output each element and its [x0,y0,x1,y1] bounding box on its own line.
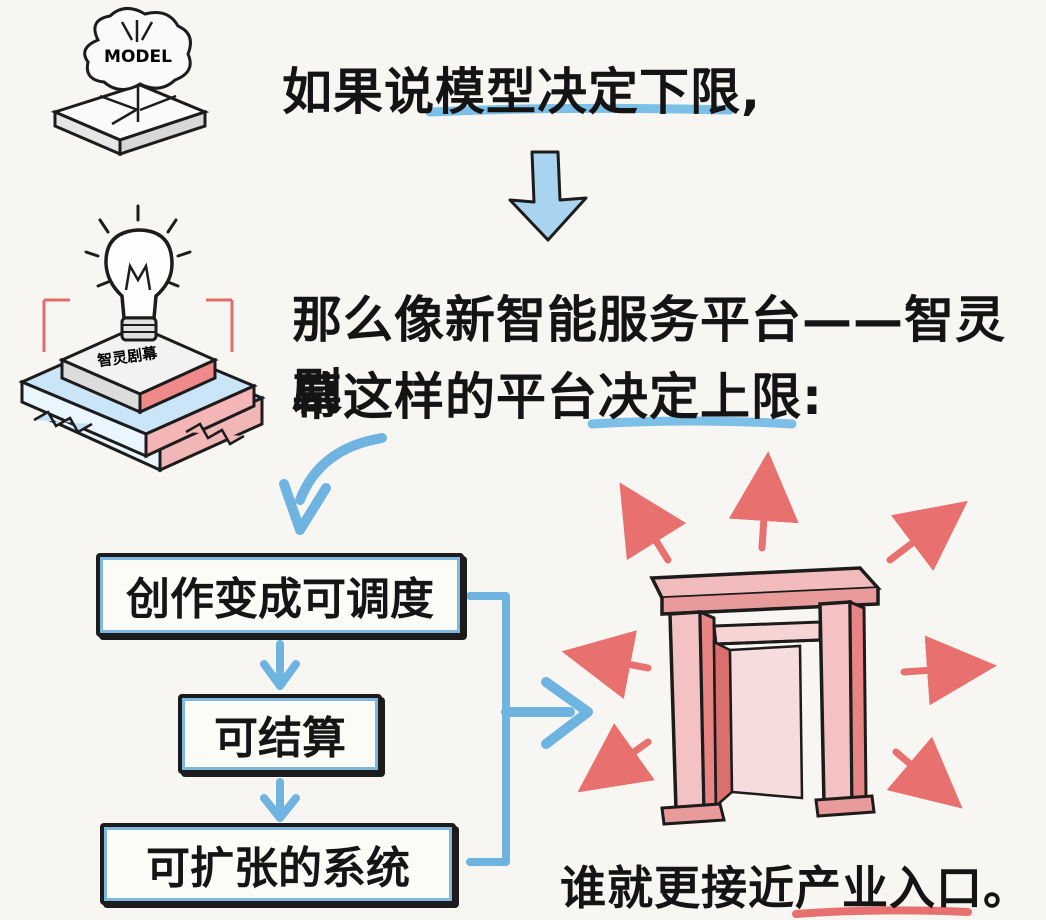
underline-industry-entry [792,906,972,918]
step-arrow-1 [260,640,300,690]
gate-icon [649,566,882,826]
platform-icon: 智灵剧幕 [18,298,266,473]
step-box-schedulable: 创作变成可调度 [96,553,464,637]
text-line-4: 谁就更接近产业入口。 [560,861,1030,915]
curved-arrow-icon [279,433,387,535]
model-icon: MODEL [50,7,210,157]
bracket-connector [466,592,593,866]
text-line-2: 那么像新智能服务平台——智灵剧 [292,291,1006,421]
step-box-scalable-system: 可扩张的系统 [100,823,456,905]
step-arrow-2 [260,778,300,822]
text-line-1: 如果说模型决定下限, [282,63,761,121]
underline-model-decides [425,103,735,117]
model-label: MODEL [104,47,172,67]
text-line-3: 幕这样的平台决定上限: [292,368,823,426]
lightbulb-icon [84,204,192,342]
underline-platform-decides [587,416,797,429]
down-arrow-icon [508,150,588,242]
radiating-arrows [561,451,997,809]
step-box-settleable: 可结算 [178,694,382,774]
